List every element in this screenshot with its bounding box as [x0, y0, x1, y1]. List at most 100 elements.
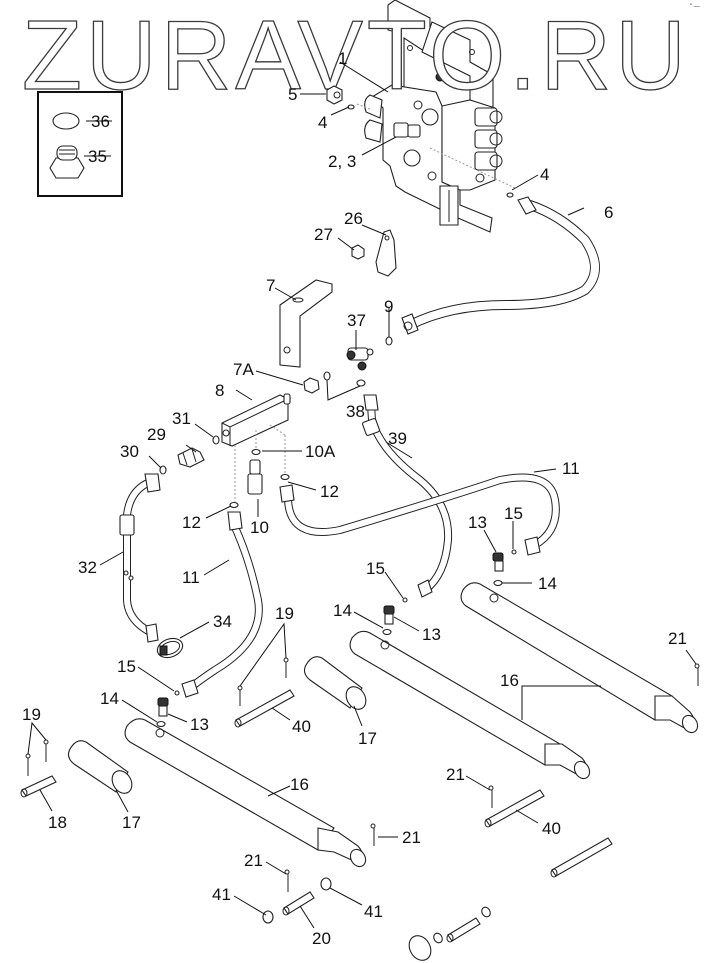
elbow-13-middle: [383, 605, 395, 625]
sleeve-17-left: [67, 740, 133, 794]
callout-label: 2, 3: [328, 152, 356, 171]
bracket-7: [279, 279, 333, 368]
callout-label: 21: [402, 828, 421, 847]
callout-label: 27: [314, 225, 333, 244]
fitting-2-3: [393, 100, 485, 183]
callout-label: 5: [288, 85, 297, 104]
bushing-41-left: [262, 910, 274, 924]
callout-label: 13: [422, 625, 441, 644]
callout-label: 30: [120, 442, 139, 461]
nut-5: [326, 85, 343, 105]
callout-label: 7A: [233, 360, 254, 379]
o-ring-31: [212, 435, 220, 445]
callout-label: 37: [347, 311, 366, 330]
pin-18: [20, 775, 57, 798]
cotter-pin-21-lower: [370, 823, 376, 846]
valve-mount-bracket-right: [421, 21, 494, 111]
elbow-13-right: [492, 552, 504, 572]
callout-label: 17: [358, 729, 377, 748]
callout-label: 1: [338, 49, 347, 68]
cotter-pin-21-right: [694, 663, 700, 686]
callout-label: 13: [190, 715, 209, 734]
callout-label: 39: [388, 429, 407, 448]
nut-7a: [303, 377, 320, 394]
callout-label: 13: [468, 513, 487, 532]
pin-40-right: [484, 789, 545, 828]
cotter-pin-21-bottom: [284, 869, 290, 892]
callout-label: 16: [500, 671, 519, 690]
o-ring-38b: [356, 379, 366, 387]
pin-20: [282, 891, 315, 916]
nut-27: [351, 244, 365, 260]
callout-label: 10A: [305, 442, 336, 461]
callout-label: 12: [320, 482, 339, 501]
o-ring-12-left: [229, 501, 239, 509]
valve-section-caps: [474, 107, 503, 171]
elbow-13-left: [157, 697, 169, 717]
callout-label: 31: [172, 409, 191, 428]
valve-mount-bracket-left: [387, 0, 431, 91]
callout-label: 40: [542, 819, 561, 838]
manifold-block-8: [221, 393, 291, 505]
adapter-29: [177, 447, 205, 468]
callout-label: 41: [364, 902, 383, 921]
o-ring-36: [52, 112, 80, 130]
spool-1: [364, 94, 383, 119]
callout-label: 6: [604, 203, 613, 222]
callout-label: 15: [117, 657, 136, 676]
o-ring-14-right: [493, 579, 503, 587]
callout-label: 11: [562, 459, 580, 478]
callout-label: 14: [100, 689, 119, 708]
pin-loose: [550, 837, 613, 878]
callout-label: 15: [366, 559, 385, 578]
plug-35: [49, 145, 85, 179]
hose-clamp-34: [156, 637, 184, 659]
callout-label: 40: [292, 717, 311, 736]
cylinder-16-right: [460, 582, 699, 734]
o-ring-4-lower: [506, 192, 514, 198]
valve-body: [371, 84, 493, 233]
callout-label: 11: [182, 568, 200, 587]
callout-label: 32: [78, 558, 97, 577]
pin-with-bushings: [408, 906, 491, 961]
spool-2: [364, 119, 383, 143]
callout-label: 8: [215, 381, 224, 400]
o-ring-9: [385, 336, 393, 346]
o-ring-14-left: [156, 720, 166, 728]
o-ring-10a: [251, 448, 261, 456]
callout-label: 9: [384, 297, 393, 316]
callout-label: 14: [333, 601, 352, 620]
fitting-10: [247, 459, 263, 495]
callout-label: 18: [48, 813, 67, 832]
callout-label: 14: [538, 574, 557, 593]
corner-mark: ″ —: [690, 4, 700, 10]
callout-label: 17: [122, 813, 141, 832]
hose-6: [401, 196, 600, 335]
inset-label-35: 35: [88, 147, 107, 166]
tube-11-long: [279, 473, 560, 556]
callout-label: 38: [346, 402, 365, 421]
control-valve-assembly: [356, 0, 516, 233]
o-ring-15-right: [511, 549, 517, 555]
o-ring-12-right: [280, 473, 290, 481]
callout-label: 7: [266, 276, 275, 295]
callout-label: 10: [250, 518, 269, 537]
callout-label: 19: [275, 604, 294, 623]
callout-label: 15: [504, 504, 523, 523]
callout-label: 21: [446, 765, 465, 784]
o-ring-15-left: [174, 690, 180, 696]
cotter-pin-21-upper: [488, 785, 494, 808]
inset-label-36: 36: [91, 112, 110, 131]
clamp-hole: [384, 235, 390, 241]
o-ring-14-middle: [382, 628, 392, 636]
callout-label: 20: [312, 929, 331, 948]
callout-label: 26: [344, 209, 363, 228]
tee-fitting-37: [346, 347, 374, 371]
watermark-text: ZURAVTO.RU: [22, 0, 690, 110]
callout-label: 16: [290, 775, 309, 794]
callout-label: 19: [22, 705, 41, 724]
o-ring-38a: [323, 371, 331, 381]
callout-label: 21: [668, 629, 687, 648]
